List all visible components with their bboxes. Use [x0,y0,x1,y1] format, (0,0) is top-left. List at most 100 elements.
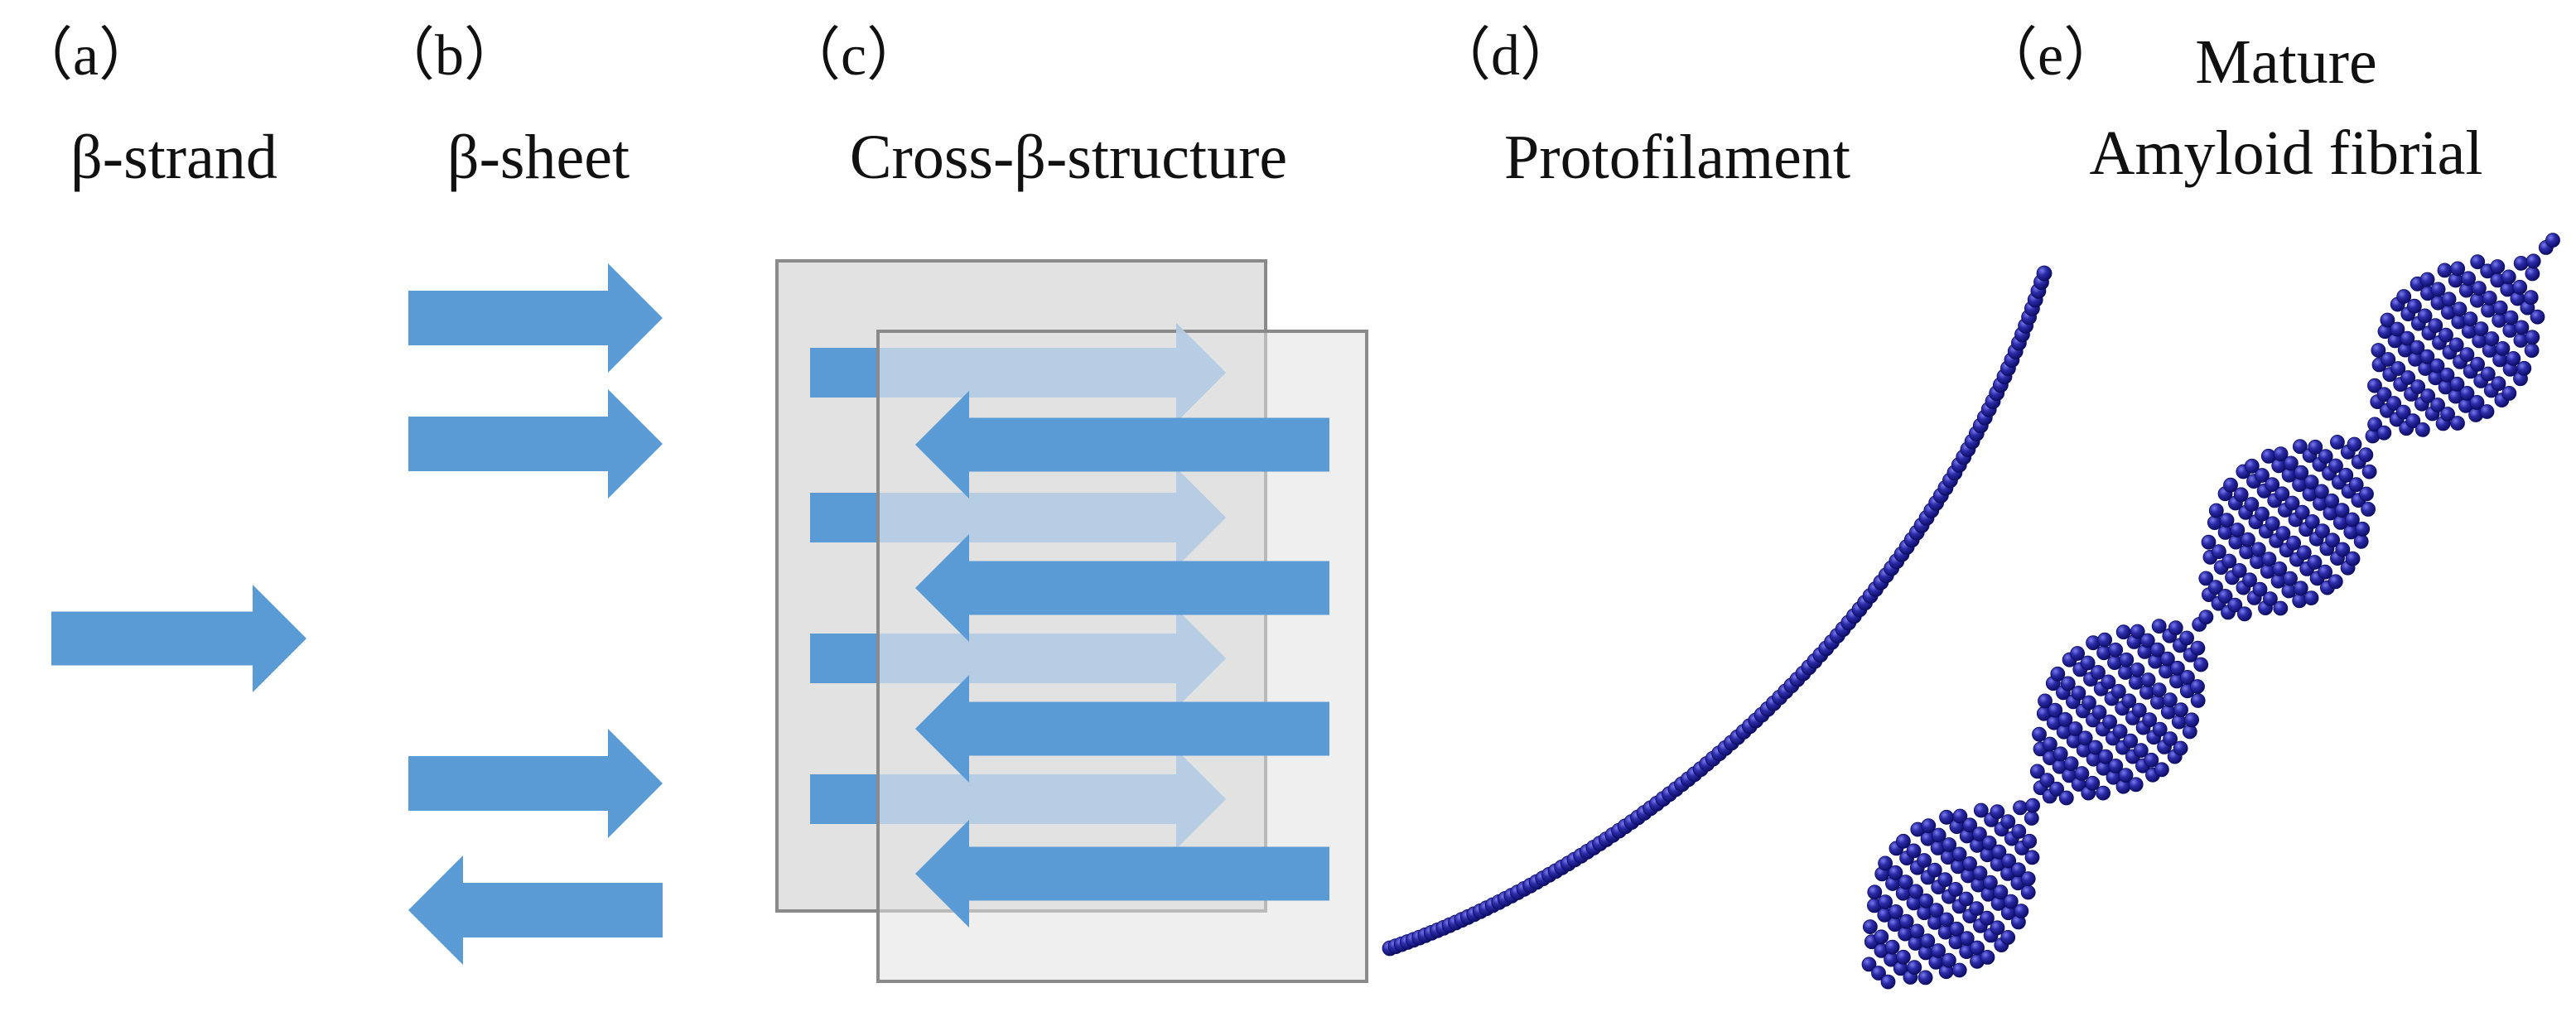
fibril-bead [2020,871,2036,886]
panel-d-label: （d） [1433,24,1578,88]
fibril-bead [2123,733,2139,749]
fibril-bead [2525,266,2540,282]
fibril-bead [2139,633,2155,648]
fibril-bead [2448,337,2464,353]
fibril-bead [2481,302,2496,318]
fibril-bead [2233,487,2249,503]
fibril-bead [2440,407,2456,422]
fibril-bead [2080,655,2096,671]
fibril-bead [2270,573,2286,589]
fibril-bead [2128,675,2144,690]
fibril-bead [2545,233,2560,248]
fibril-bead [1895,833,1911,849]
fibril-bead [2050,666,2066,682]
fibril-bead [2428,318,2443,334]
fibril-bead [2459,385,2475,401]
fibril-bead [2376,425,2392,441]
fibril-bead [2514,320,2530,335]
fibril-bead [2313,484,2329,499]
fibril-bead [1918,893,1934,908]
fibril-bead [2130,663,2145,677]
fibril-bead [2173,740,2188,756]
fibril-bead [2020,884,2036,900]
fibril-bead [2219,513,2235,528]
fibril-bead [2492,300,2508,316]
fibril-bead [2102,714,2118,730]
sheet-arrow-left-icon [408,855,663,965]
fibril-bead [2217,589,2233,604]
front-sheet-arrow-icon [915,534,1329,642]
fibril-bead [2244,458,2260,474]
fibril-bead [2057,711,2073,727]
fibril-bead [1952,808,1968,824]
fibril-bead [2470,356,2486,372]
fibril-bead [2501,385,2517,401]
fibril-bead [2098,749,2114,764]
fibril-bead [2198,571,2214,586]
front-sheet-arrow-icon [915,675,1329,783]
fibril-bead [2096,785,2111,801]
fibril-bead [2149,694,2165,710]
fibril-bead [2118,665,2133,680]
fibril-bead [2022,833,2038,849]
fibril-bead [2461,271,2477,287]
fibril-bead [2128,777,2144,793]
fibril-bead [2144,752,2159,768]
sheet-arrow-right-icon [408,263,663,373]
fibril-bead [2459,347,2475,363]
fibril-bead [2115,624,2131,640]
fibril-bead [1969,901,1985,916]
fibril-bead [2381,352,2396,367]
fibril-bead [2060,676,2076,692]
fibril-bead [2348,477,2364,493]
front-sheet-arrow-icon [915,820,1329,928]
fibril-bead [2162,692,2178,708]
fibril-bead [1906,843,1922,859]
panel-e-title-line2: Amyloid fibrial [2090,118,2483,188]
fibril-bead [2361,502,2376,517]
fibril-bead [2179,630,2195,646]
fibril-bead [1937,872,1953,888]
fibril-bead [2482,290,2497,306]
fibril-bead [1884,939,1900,955]
beta-sheet-graphic [408,263,663,965]
fibril-bead [2070,646,2086,661]
fibril-bead [1918,970,1933,985]
fibril-bead [2000,930,2016,945]
fibril-bead [2296,545,2312,561]
amyloid-fibril-graphic [1861,233,2560,990]
fibril-bead [1982,875,1998,890]
fibril-bead [2024,850,2040,865]
fibril-bead [1990,920,2005,936]
fibril-bead [2345,551,2361,566]
fibril-bead [2208,580,2223,595]
fibril-bead [2014,904,2029,918]
fibril-bead [2221,553,2237,569]
panel-c-title: Cross-β-structure [850,123,1287,192]
fibril-bead [2244,497,2260,512]
fibril-bead [2169,660,2185,676]
fibril-bead [2420,388,2436,403]
fibril-bead [2190,679,2205,694]
fibril-bead [2242,572,2258,588]
panel-e-title-line1: Mature [2195,27,2376,97]
fibril-bead [2353,533,2369,549]
panel-d-title: Protofilament [1504,123,1850,192]
fibril-bead [1981,836,1997,851]
fibril-bead [1908,884,1924,899]
fibril-bead [2131,702,2147,718]
fibril-bead [1862,919,1878,934]
fibril-bead [1958,891,1974,907]
fibril-bead [1888,904,1903,919]
fibril-bead [2236,606,2252,622]
fibril-bead [2395,404,2411,420]
fibril-bead [2328,574,2343,590]
fibril-bead [2255,506,2270,522]
fibril-bead [2223,477,2238,493]
fibril-bead [2439,367,2455,383]
fibril-bead [1991,844,2007,860]
fibril-bead [2328,458,2343,474]
fibril-bead [2284,495,2300,511]
fibril-bead [2151,619,2167,634]
beta-strand-graphic [51,585,306,692]
